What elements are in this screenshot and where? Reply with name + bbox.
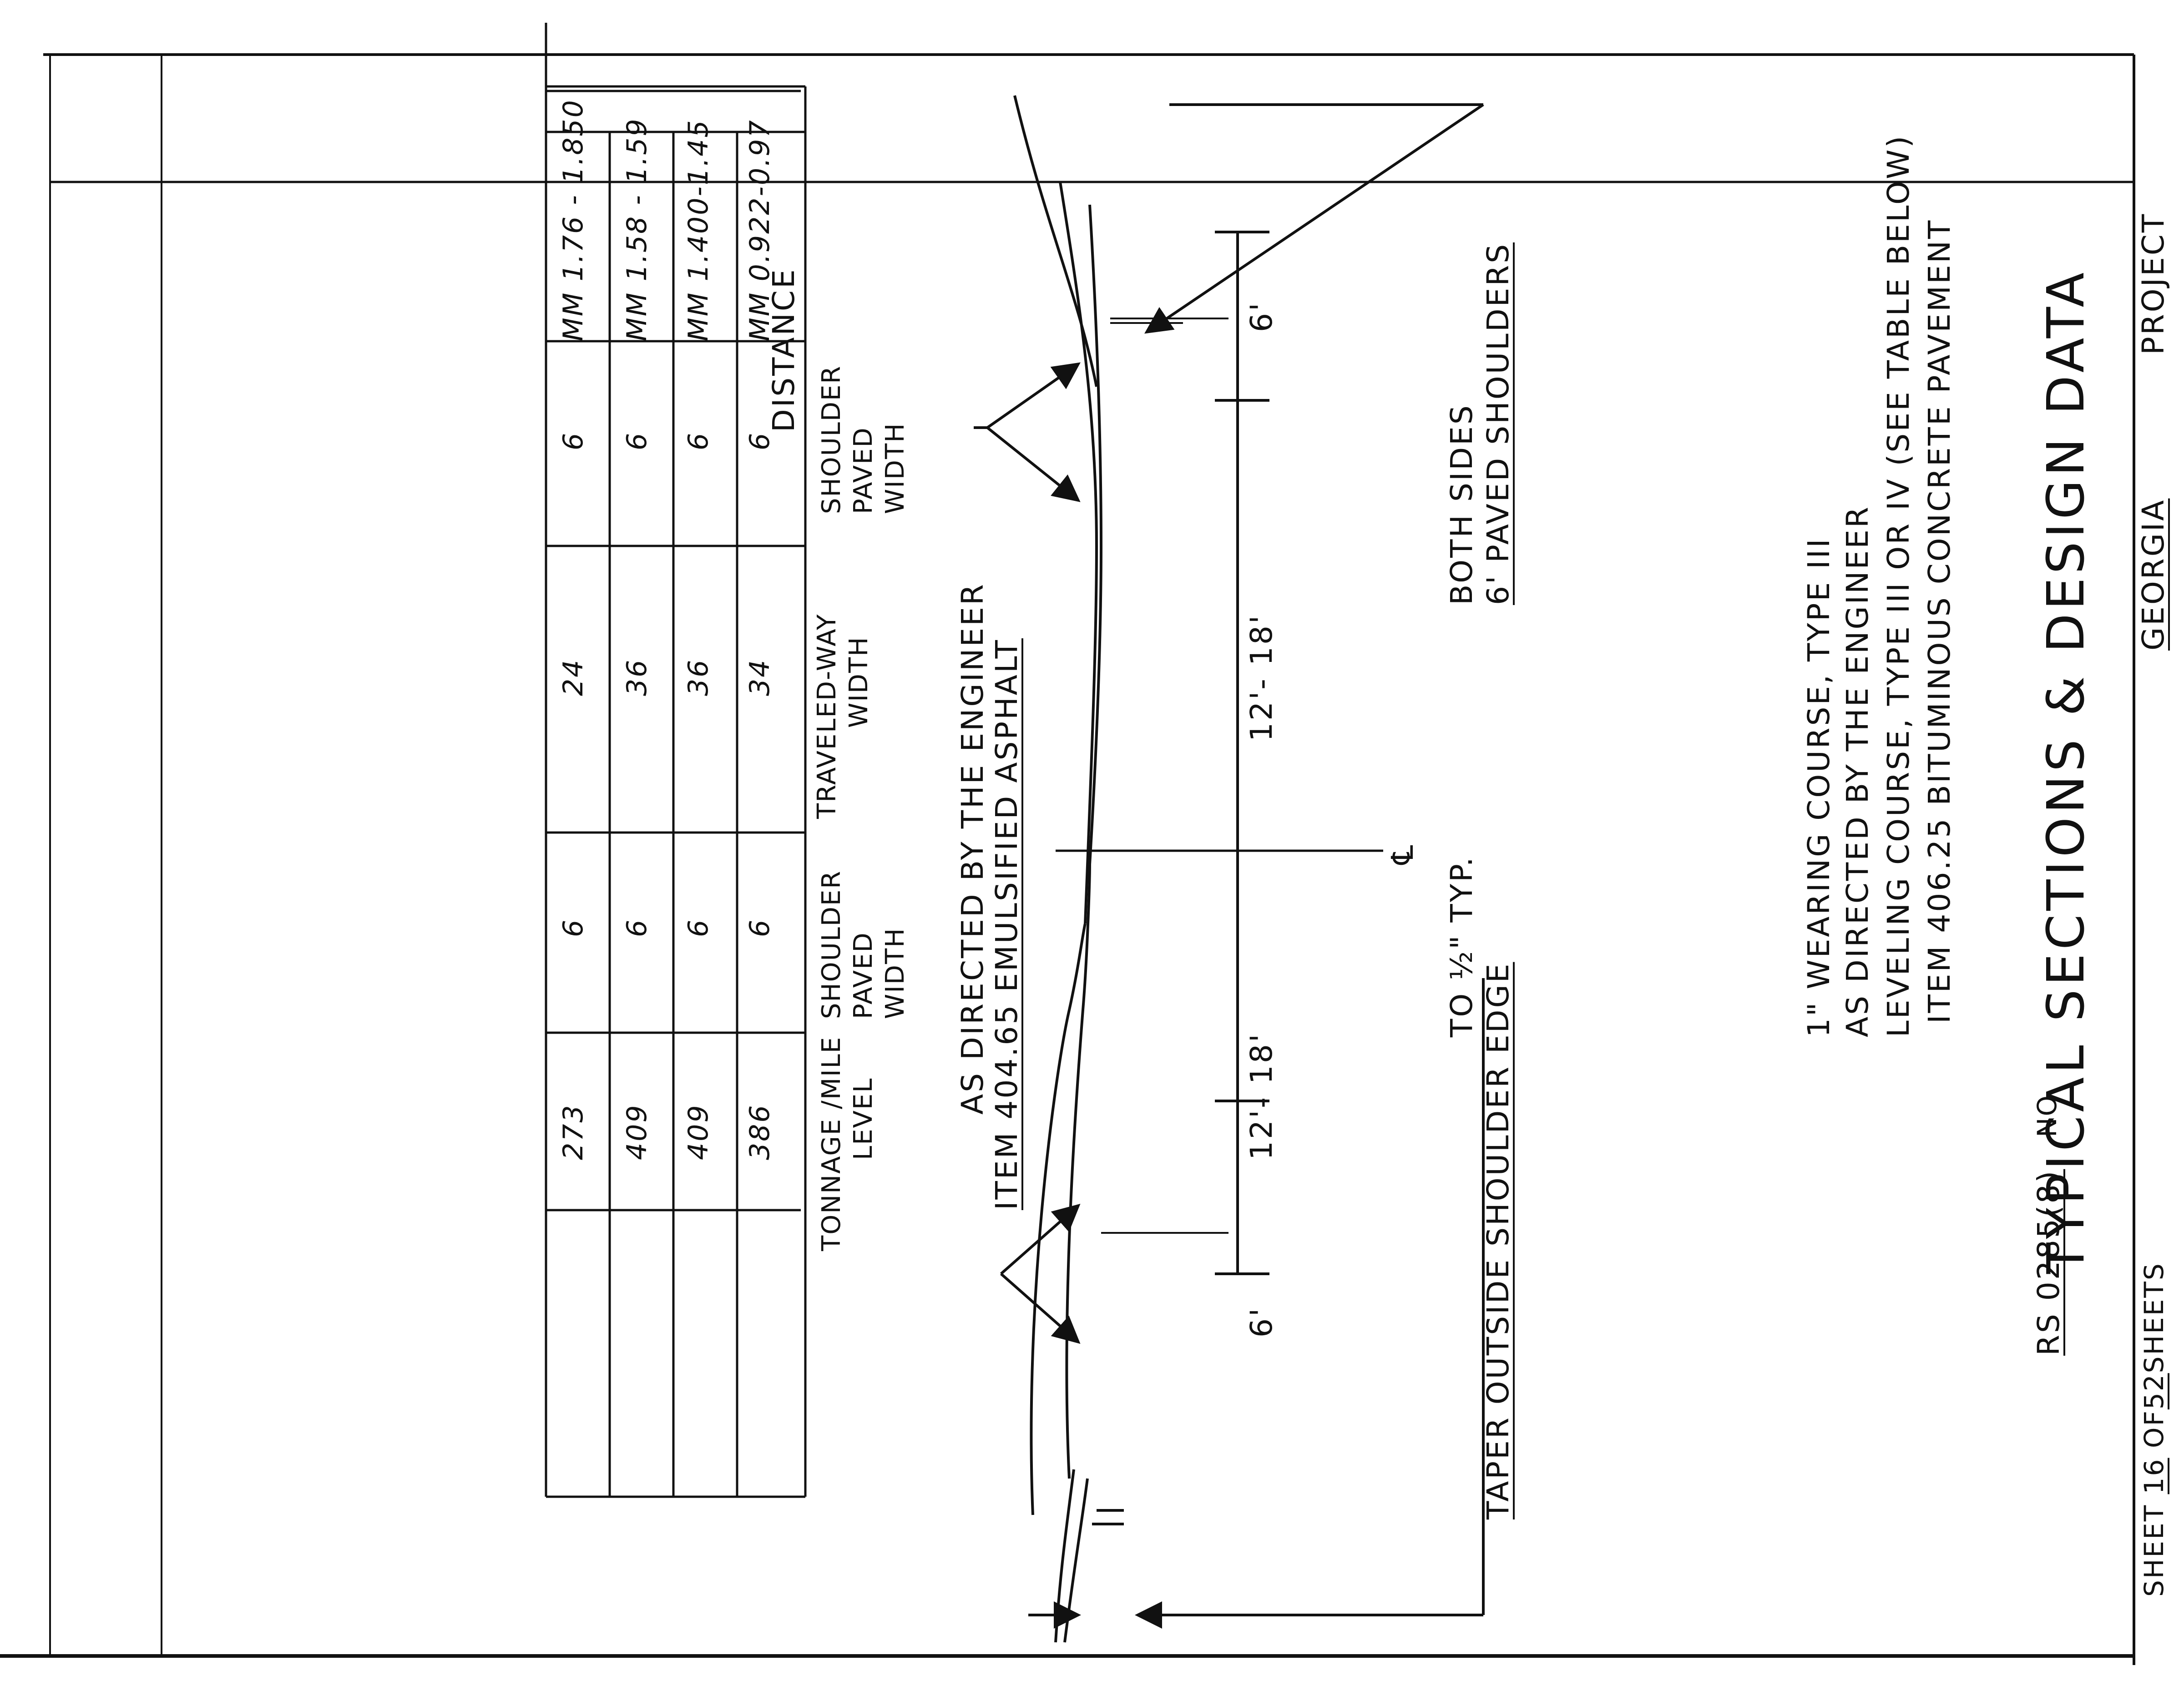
callout-shoulders-1: 6' PAVED SHOULDERS [1481,242,1516,605]
sheet-num: 16 [2138,1458,2169,1494]
note-line-1: ITEM 406.25 BITUMINOUS CONCRETE PAVEMENT [1922,218,1957,1024]
hdr-shoulder-right-2: PAVED [849,932,878,1019]
tack-note-1: ITEM 404.65 EMULSIFIED ASPHALT [989,638,1024,1210]
note-line-3: AS DIRECTED BY THE ENGINEER [1840,505,1875,1037]
project-value: GEORGIA [2136,498,2171,651]
dim-shoulder-right: 6' [1244,1306,1279,1338]
slope-right [1013,95,1098,387]
centerline-symbol: ℄ [1385,843,1420,864]
cell-shoulder-right: 6 [621,918,653,937]
cell-shoulder-right: 6 [682,918,714,937]
sheet-label-group: SHEET 16 OF52SHEETS [2138,1262,2169,1597]
hdr-shoulder-right-1: WIDTH [880,927,910,1019]
cell-shoulder-right: 6 [744,918,776,937]
hdr-shoulder-left-1: WIDTH [880,422,910,514]
cell-traveled-way: 34 [744,658,776,696]
callout-taper-2: TO ½" TYP. [1444,855,1479,1037]
cell-level: 273 [557,1104,589,1160]
design-table-columns [546,340,805,1034]
pavement-right-top [1088,204,1103,865]
cell-shoulder-right: 6 [557,918,589,937]
of-label: OF [2138,1409,2169,1449]
cell-level: 409 [682,1104,714,1160]
cell-traveled-way: 36 [621,658,653,696]
hdr-shoulder-right-3: SHOULDER [817,870,846,1019]
tack-arrow-2 [986,426,1081,502]
tack-arrow-1 [986,362,1081,429]
cell-distance: MM 1.58 - 1.59 [621,117,653,341]
dim-lane-left: 12'- 18' [1244,613,1279,742]
sheet-total: 52 [2138,1373,2169,1410]
no-value: RS 0285(8) [2031,1169,2066,1356]
cell-level: 386 [744,1104,776,1160]
cell-level: 409 [621,1104,653,1160]
tack-arrow-4 [1000,1272,1081,1344]
hdr-shoulder-left-3: SHOULDER [817,365,846,514]
cell-distance: MM 0.922-0.97 [744,119,776,341]
pavement-right-base [1059,182,1098,924]
tack-note-2: AS DIRECTED BY THE ENGINEER [955,582,990,1115]
hdr-level-2: TONNAGE /MILE [817,1036,846,1251]
cell-shoulder-left: 6 [682,431,714,450]
tack-arrow-3 [1000,1204,1081,1275]
callout-shoulders-2: BOTH SIDES [1444,404,1479,605]
callout-taper-1: TAPER OUTSIDE SHOULDER EDGE [1481,962,1516,1519]
callout-left-arrow [1144,103,1484,334]
cell-shoulder-left: 6 [744,431,776,450]
cell-distance: MM 1.76 - 1.850 [557,99,589,341]
slope-left [1063,1478,1089,1643]
sheets-label: SHEETS [2138,1262,2169,1373]
design-table-grid [545,23,807,1498]
hdr-shoulder-left-2: PAVED [849,427,878,514]
note-line-2: LEVELING COURSE, TYPE III OR IV (SEE TAB… [1881,134,1916,1037]
cell-shoulder-left: 6 [557,431,589,450]
pavement-left-base [1030,923,1087,1515]
cell-traveled-way: 24 [557,658,589,696]
dim-shoulder-left: 6' [1244,301,1279,332]
note-line-4: 1" WEARING COURSE, TYPE III [1801,537,1836,1037]
cell-shoulder-left: 6 [621,431,653,450]
hdr-traveled-2: TRAVELED-WAY [812,613,842,819]
no-label: NO. [2032,1085,2063,1137]
dim-lane-right: 12'- 18' [1244,1032,1279,1160]
sheet-label: SHEET [2138,1504,2169,1597]
hdr-level-1: LEVEL [849,1077,878,1160]
cell-distance: MM 1.400-1.45 [682,119,714,341]
hdr-traveled-1: WIDTH [844,636,874,728]
cell-traveled-way: 36 [682,658,714,696]
project-label: PROJECT [2136,212,2171,355]
